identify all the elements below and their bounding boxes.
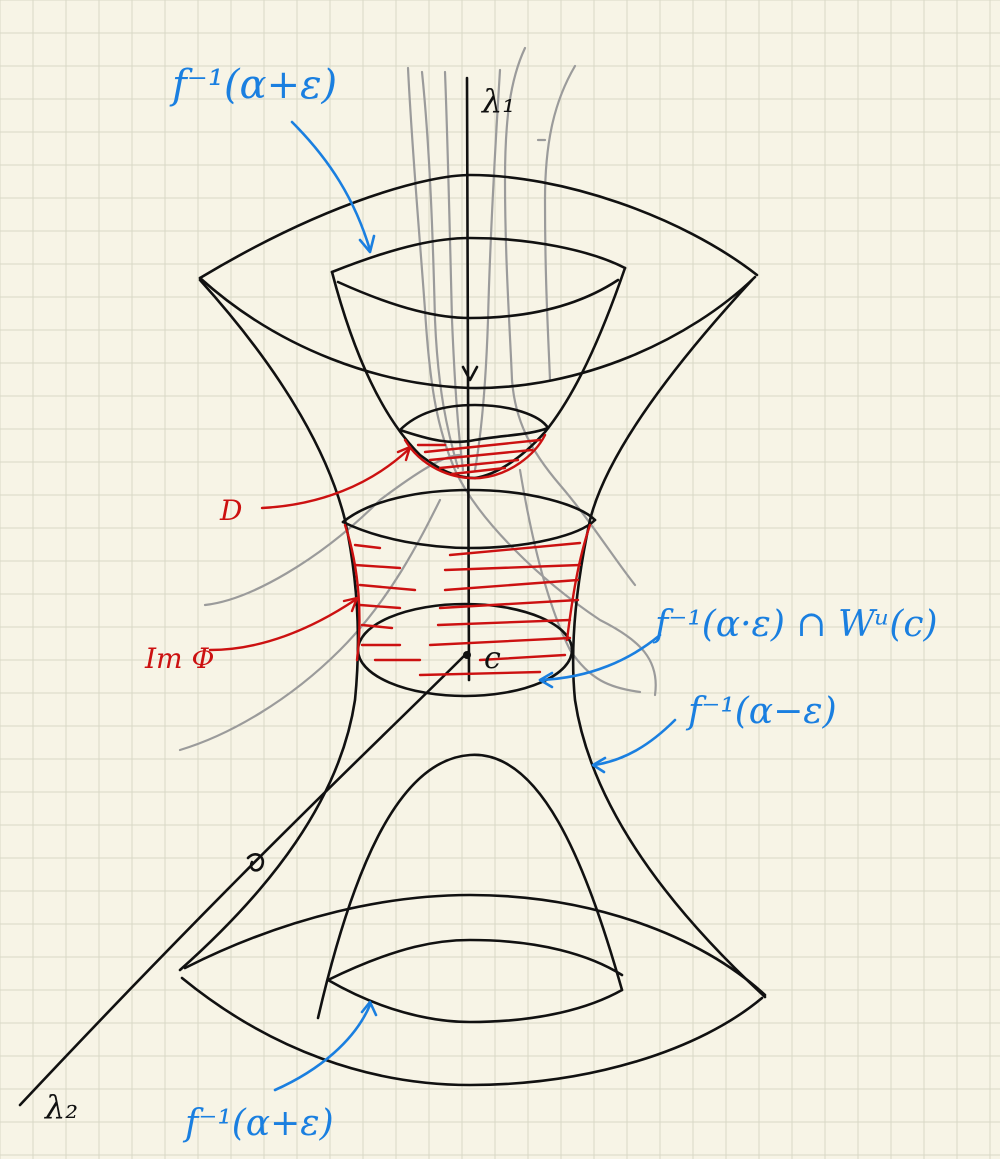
flow-line	[178, 498, 442, 752]
image-phi-hatch	[358, 583, 417, 592]
intersection-label: f⁻¹(α·ε) ∩ Wᵘ(c)	[652, 604, 938, 645]
disk-d-rim-top	[398, 403, 550, 432]
image-phi-hatch	[418, 670, 542, 677]
disk-d-arrow-head	[396, 445, 412, 462]
disk-d-hatch	[423, 438, 542, 454]
bottom-level-label: f⁻¹(α+ε)	[182, 1103, 334, 1144]
outer-top-lens-upper	[198, 173, 759, 280]
inner-bottom-cone	[316, 753, 624, 1020]
flow-line	[406, 66, 657, 697]
top-level-arrow-head	[358, 234, 376, 254]
inner-top-cone-left	[330, 270, 477, 480]
flow-line	[203, 453, 462, 607]
image-phi-hatch	[353, 543, 382, 550]
bottom-level-arrow	[273, 1003, 372, 1092]
lambda2-axis	[18, 650, 470, 1107]
flow-line	[503, 46, 637, 587]
disk-d-rim-bottom	[398, 426, 550, 444]
image-phi-hatch	[360, 623, 394, 630]
inner-top-lens-lower	[336, 278, 620, 320]
image-phi-hatch	[358, 603, 402, 610]
flow-line	[473, 68, 502, 472]
flow-lines	[178, 46, 657, 752]
outer-left-side	[178, 278, 360, 972]
image-phi-left-edge	[343, 523, 361, 662]
top-level-label: f⁻¹(α+ε)	[169, 62, 337, 108]
outer-bottom-lens-upper	[183, 893, 767, 997]
flow-line	[443, 70, 465, 472]
inner-top-lens-upper	[330, 236, 627, 274]
critical-point	[463, 651, 471, 659]
lambda2-label: λ₂	[43, 1088, 78, 1126]
waist-rim-bottom	[341, 518, 597, 550]
image-phi-hatch	[428, 636, 572, 647]
red-hatching	[343, 433, 592, 677]
image-phi-hatch	[438, 598, 580, 610]
disk-d-hatch	[403, 433, 547, 480]
image-phi-label: Im Φ	[144, 642, 214, 675]
outer-right-side	[571, 278, 767, 999]
axes	[18, 76, 479, 1107]
inner-bottom-lens-upper	[326, 938, 624, 982]
inner-bottom-lens-lower	[326, 978, 624, 1024]
intersection-arrow	[538, 633, 662, 682]
lower-level-label: f⁻¹(α−ε)	[685, 691, 837, 732]
lower-level-arrow-head	[591, 756, 607, 774]
outer-top-lens-lower	[198, 275, 757, 390]
outer-bottom-lens-lower	[180, 976, 764, 1087]
axis-mark	[461, 365, 479, 382]
image-phi-hatch	[353, 563, 402, 570]
lower-level-arrow	[593, 718, 677, 767]
image-phi-hatch	[436, 618, 572, 627]
image-phi-hatch	[478, 653, 567, 662]
labels: λ₁ λ₂ c f⁻¹(α+ε) f⁻¹(α+ε) f⁻¹(α−ε) f⁻¹(α…	[43, 62, 938, 1144]
disk-d-hatch	[438, 458, 520, 470]
lambda1-label: λ₁	[480, 82, 515, 120]
image-phi-hatch	[443, 578, 580, 592]
intersection-ellipse	[356, 602, 574, 698]
axis-mark	[246, 853, 265, 872]
critical-point-label: c	[484, 641, 501, 676]
image-phi-arrow	[208, 598, 357, 652]
disk-d-arrow	[260, 448, 410, 510]
top-level-arrow	[290, 120, 372, 252]
pointer-arrows	[208, 120, 677, 1092]
disk-d-hatch	[428, 448, 534, 462]
image-phi-hatch	[448, 541, 582, 557]
flow-line	[543, 64, 577, 382]
image-phi-arrow-head	[342, 596, 359, 613]
intersection-arrow-head	[538, 671, 554, 689]
level-surfaces	[178, 173, 767, 1087]
disk-d-label: D	[219, 494, 242, 527]
waist-rim-top	[341, 488, 597, 524]
disk-d-hatch	[450, 466, 507, 476]
image-phi-hatch	[443, 563, 582, 572]
bottom-level-arrow-head	[360, 1000, 378, 1017]
flow-line	[420, 70, 460, 470]
